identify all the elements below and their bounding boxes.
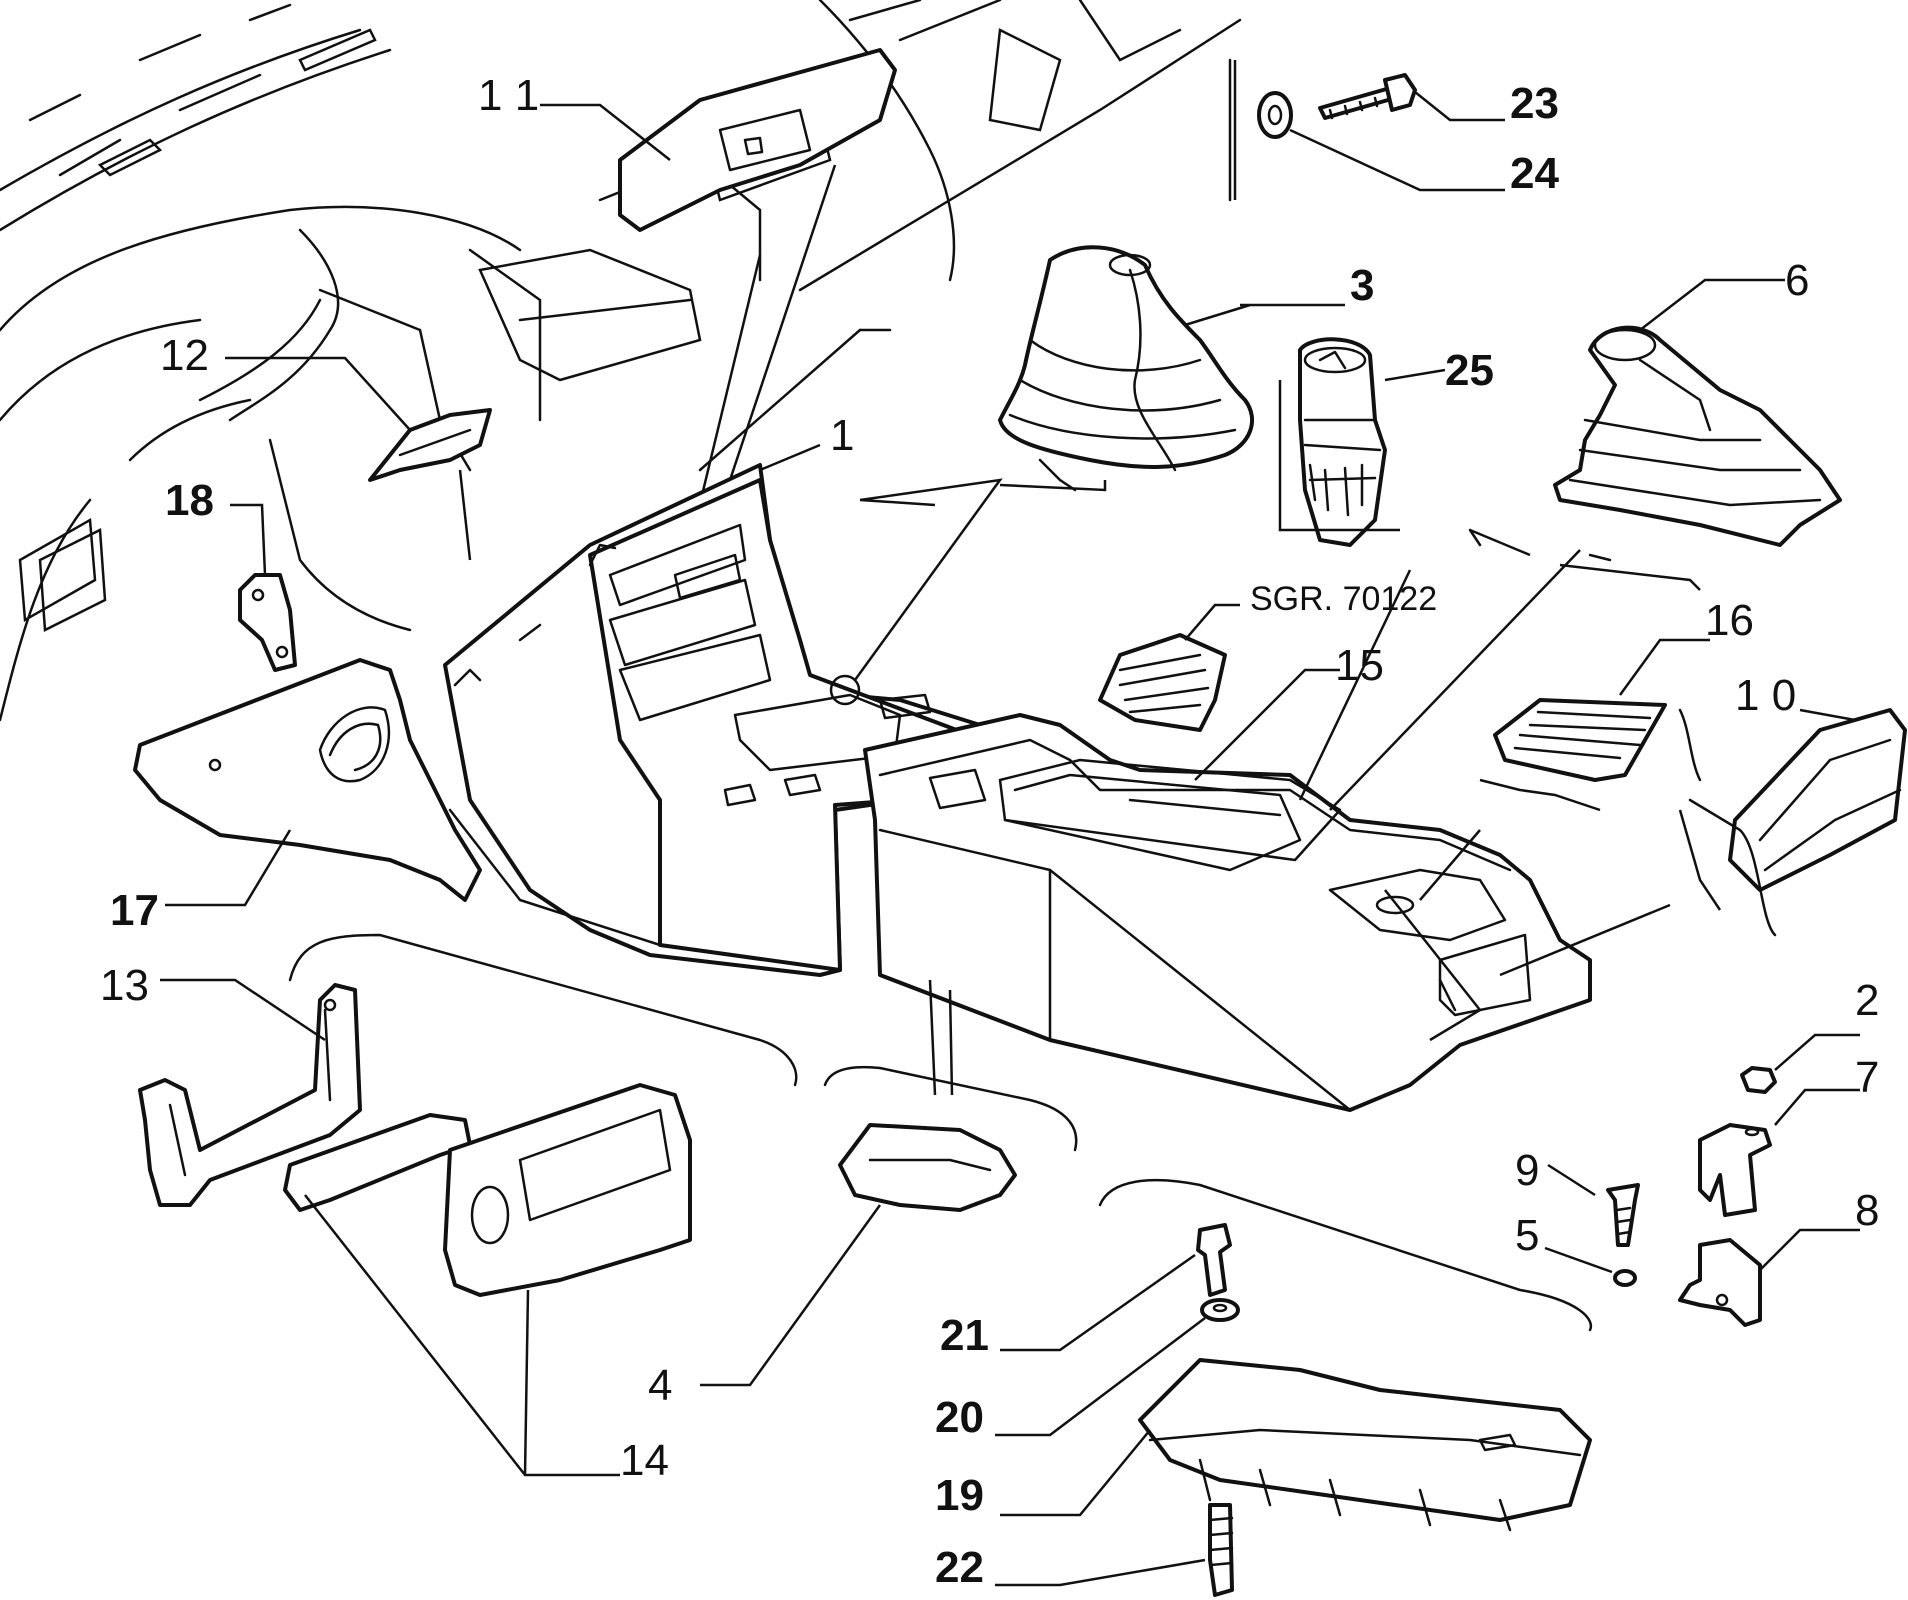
label-16: 16 — [1705, 596, 1754, 645]
leader-18 — [230, 503, 267, 576]
label-8: 8 — [1855, 1186, 1879, 1235]
label-1: 1 — [830, 411, 854, 460]
part-14-storage — [283, 1083, 692, 1297]
leader-8 — [1759, 1228, 1860, 1271]
part-15-rear-console — [863, 713, 1592, 1112]
leader-10 — [1799, 708, 1856, 722]
label-12: 12 — [160, 331, 209, 380]
leader-9 — [1547, 1163, 1596, 1197]
part-22-stud — [1208, 1503, 1234, 1597]
leader-17 — [165, 829, 292, 907]
leader-20 — [995, 1317, 1206, 1437]
leader-19 — [1000, 1429, 1151, 1517]
label-18: 18 — [165, 476, 214, 525]
leader-7 — [1774, 1088, 1860, 1126]
part-6-gear-gaiter — [1553, 325, 1842, 547]
reference-sgr: SGR. 70122 — [1250, 580, 1437, 618]
label-21: 21 — [940, 1311, 989, 1360]
part-reference-insert — [1098, 633, 1227, 732]
label-13: 13 — [100, 961, 149, 1010]
label-4: 4 — [648, 1361, 672, 1410]
part-8-bracket — [1678, 1238, 1762, 1327]
part-12-trim-plate — [368, 408, 492, 482]
label-2: 2 — [1855, 976, 1879, 1025]
part-13-frame — [138, 983, 362, 1207]
leader-15 — [1194, 668, 1340, 781]
label-3: 3 — [1350, 261, 1374, 310]
part-2-nut — [1740, 1066, 1777, 1094]
part-3-gear-boot — [998, 245, 1255, 472]
part-25-lighter — [1298, 337, 1387, 547]
leader-11 — [540, 103, 671, 161]
leader-1 — [759, 443, 821, 472]
grouping-arcs — [288, 458, 1777, 1332]
label-11: 1 1 — [478, 71, 539, 120]
part-17-side-panel — [133, 658, 482, 902]
part-24-washer — [1257, 91, 1293, 139]
callout-labels: 1 1 12 18 17 13 14 4 1 3 25 23 24 6 SGR.… — [100, 71, 1879, 1592]
leader-4 — [700, 1204, 882, 1387]
part-23-screw — [1318, 73, 1417, 120]
leader-23 — [1414, 91, 1505, 122]
leader-16 — [1618, 638, 1710, 696]
label-19: 19 — [935, 1471, 984, 1520]
leader-13 — [160, 978, 326, 1042]
part-19-cover — [1138, 1358, 1592, 1532]
leader-2 — [1774, 1033, 1860, 1071]
leader-24 — [1289, 128, 1505, 192]
leader-25 — [1384, 368, 1446, 382]
dashboard-background — [0, 0, 1242, 722]
part-10-ashtray — [1728, 708, 1907, 892]
part-1-front-console — [443, 463, 982, 977]
leader-22 — [995, 1558, 1206, 1587]
label-10: 1 0 — [1735, 671, 1796, 720]
part-11-overhead-console — [618, 48, 897, 232]
label-15: 15 — [1335, 641, 1384, 690]
part-18-bracket — [238, 573, 297, 672]
label-17: 17 — [110, 886, 159, 935]
part-5-clip — [1613, 1269, 1637, 1287]
part-7-bracket — [1698, 1123, 1772, 1217]
label-9: 9 — [1515, 1146, 1539, 1195]
leader-21 — [1000, 1253, 1196, 1352]
label-5: 5 — [1515, 1211, 1539, 1260]
leader-5 — [1544, 1246, 1613, 1274]
label-7: 7 — [1855, 1053, 1879, 1102]
leader-12 — [225, 356, 472, 561]
label-14: 14 — [620, 1436, 669, 1485]
part-9-screw — [1606, 1183, 1640, 1247]
part-16-mat — [1493, 698, 1667, 782]
leader-sgr — [1184, 603, 1240, 641]
leader-6 — [1639, 278, 1785, 331]
label-20: 20 — [935, 1393, 984, 1442]
label-24: 24 — [1510, 149, 1559, 198]
leader-14 — [304, 1194, 620, 1477]
part-21-bolt — [1196, 1223, 1232, 1297]
part-4-tray — [838, 1123, 1017, 1212]
label-6: 6 — [1785, 256, 1809, 305]
label-22: 22 — [935, 1543, 984, 1592]
part-20-washer — [1200, 1298, 1240, 1322]
label-25: 25 — [1445, 346, 1494, 395]
label-23: 23 — [1510, 79, 1559, 128]
